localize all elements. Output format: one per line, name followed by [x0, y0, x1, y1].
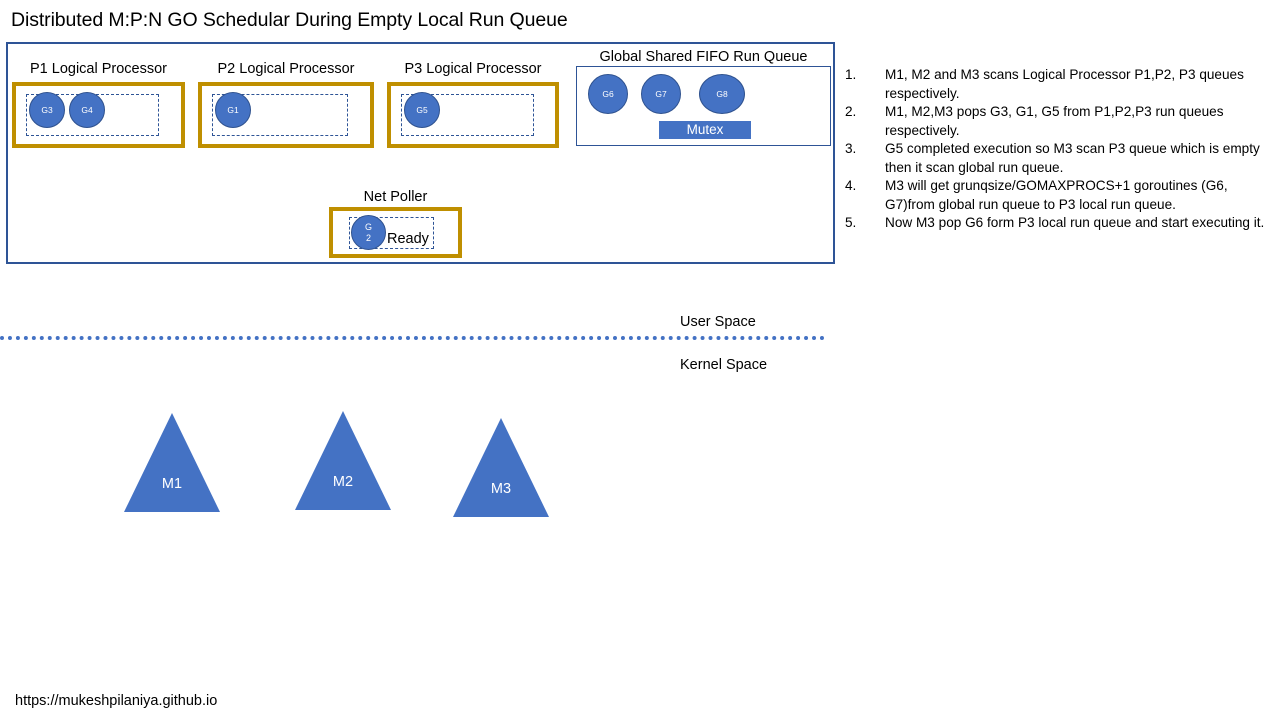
user-space-label: User Space	[680, 314, 756, 330]
goroutine-g7[interactable]: G7	[641, 74, 681, 114]
step-text: G5 completed execution so M3 scan P3 que…	[885, 141, 1260, 175]
goroutine-g6[interactable]: G6	[588, 74, 628, 114]
step-text: Now M3 pop G6 form P3 local run queue an…	[885, 215, 1265, 230]
machine-label: M3	[490, 481, 512, 497]
processor-label-p3: P3 Logical Processor	[404, 61, 542, 77]
step-number: 2.	[845, 104, 857, 119]
step-text: M1, M2 and M3 scans Logical Processor P1…	[885, 67, 1244, 101]
triangle-shape	[453, 418, 549, 517]
processor-box-p1[interactable]: G3 G4	[12, 82, 185, 148]
step-number: 5.	[845, 215, 857, 230]
processor-group-p1: P1 Logical Processor G3 G4	[12, 60, 185, 148]
goroutine-g2-line1: G	[364, 221, 372, 232]
goroutine-g1[interactable]: G1	[215, 92, 251, 128]
step-item: 2. M1, M2,M3 pops G3, G1, G5 from P1,P2,…	[845, 103, 1265, 140]
net-poller-label: Net Poller	[363, 189, 428, 205]
user-kernel-divider	[0, 336, 825, 340]
step-number: 1.	[845, 67, 857, 82]
goroutine-g2[interactable]: G 2	[351, 215, 386, 250]
mutex-bar[interactable]: Mutex	[659, 121, 751, 139]
net-poller-state-label: Ready	[387, 231, 429, 247]
machine-label: M1	[161, 476, 183, 492]
processor-label-p2: P2 Logical Processor	[217, 61, 355, 77]
processor-label-p1: P1 Logical Processor	[29, 61, 167, 77]
step-item: 4. M3 will get grunqsize/GOMAXPROCS+1 go…	[845, 177, 1265, 214]
local-run-queue-p2: G1	[212, 92, 348, 136]
goroutine-g5[interactable]: G5	[404, 92, 440, 128]
footer-url[interactable]: https://mukeshpilaniya.github.io	[15, 693, 218, 709]
triangle-shape	[124, 413, 220, 512]
machine-label: M2	[332, 474, 354, 490]
triangle-shape	[295, 411, 391, 510]
processor-group-p2: P2 Logical Processor G1	[198, 60, 374, 148]
goroutine-g2-line2: 2	[365, 232, 371, 243]
processor-box-p2[interactable]: G1	[198, 82, 374, 148]
page-title: Distributed M:P:N GO Schedular During Em…	[11, 9, 568, 31]
net-poller-box[interactable]: G 2 Ready	[329, 207, 462, 258]
processor-box-p3[interactable]: G5	[387, 82, 559, 148]
step-item: 5. Now M3 pop G6 form P3 local run queue…	[845, 214, 1265, 233]
net-poller-queue: G 2 Ready	[349, 215, 434, 250]
net-poller-group: Net Poller G 2 Ready	[329, 188, 462, 258]
goroutine-g8[interactable]: G8	[699, 74, 745, 114]
step-number: 4.	[845, 178, 857, 193]
step-item: 1. M1, M2 and M3 scans Logical Processor…	[845, 66, 1265, 103]
global-run-queue-label: Global Shared FIFO Run Queue	[599, 49, 808, 65]
global-run-queue-group: Global Shared FIFO Run Queue G6 G7 G8 Mu…	[576, 48, 831, 148]
goroutine-g4[interactable]: G4	[69, 92, 105, 128]
steps-list: 1. M1, M2 and M3 scans Logical Processor…	[845, 66, 1265, 233]
kernel-space-label: Kernel Space	[680, 357, 768, 373]
local-run-queue-p3: G5	[401, 92, 534, 136]
step-number: 3.	[845, 141, 857, 156]
global-run-queue-box[interactable]: G6 G7 G8 Mutex	[576, 66, 831, 146]
goroutine-g3[interactable]: G3	[29, 92, 65, 128]
user-space-container: P1 Logical Processor G3 G4 P2 Logical Pr…	[6, 42, 835, 264]
step-item: 3. G5 completed execution so M3 scan P3 …	[845, 140, 1265, 177]
step-text: M3 will get grunqsize/GOMAXPROCS+1 gorou…	[885, 178, 1228, 212]
local-run-queue-p1: G3 G4	[26, 92, 159, 136]
processor-group-p3: P3 Logical Processor G5	[387, 60, 559, 148]
step-text: M1, M2,M3 pops G3, G1, G5 from P1,P2,P3 …	[885, 104, 1224, 138]
